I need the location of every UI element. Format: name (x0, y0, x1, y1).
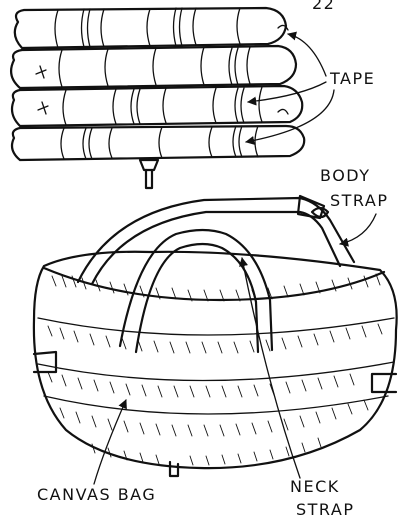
neck-strap-arrow (242, 258, 300, 478)
neck-strap-label-line2: STRAP (296, 500, 355, 519)
canvas-bag-arrow (94, 400, 126, 484)
tape-label: TAPE (329, 69, 375, 88)
body-strap-arrow (340, 214, 376, 244)
canvas-bag-drawing (34, 196, 397, 476)
page-number: 22 (312, 0, 335, 13)
neck-strap-label-line1: NECK (290, 477, 340, 496)
canvas-bag-label: CANVAS BAG (37, 485, 156, 504)
body-strap-label-line1: BODY (320, 166, 371, 185)
body-strap-label-line2: STRAP (330, 191, 389, 210)
inflated-tubes-drawing (11, 8, 304, 188)
